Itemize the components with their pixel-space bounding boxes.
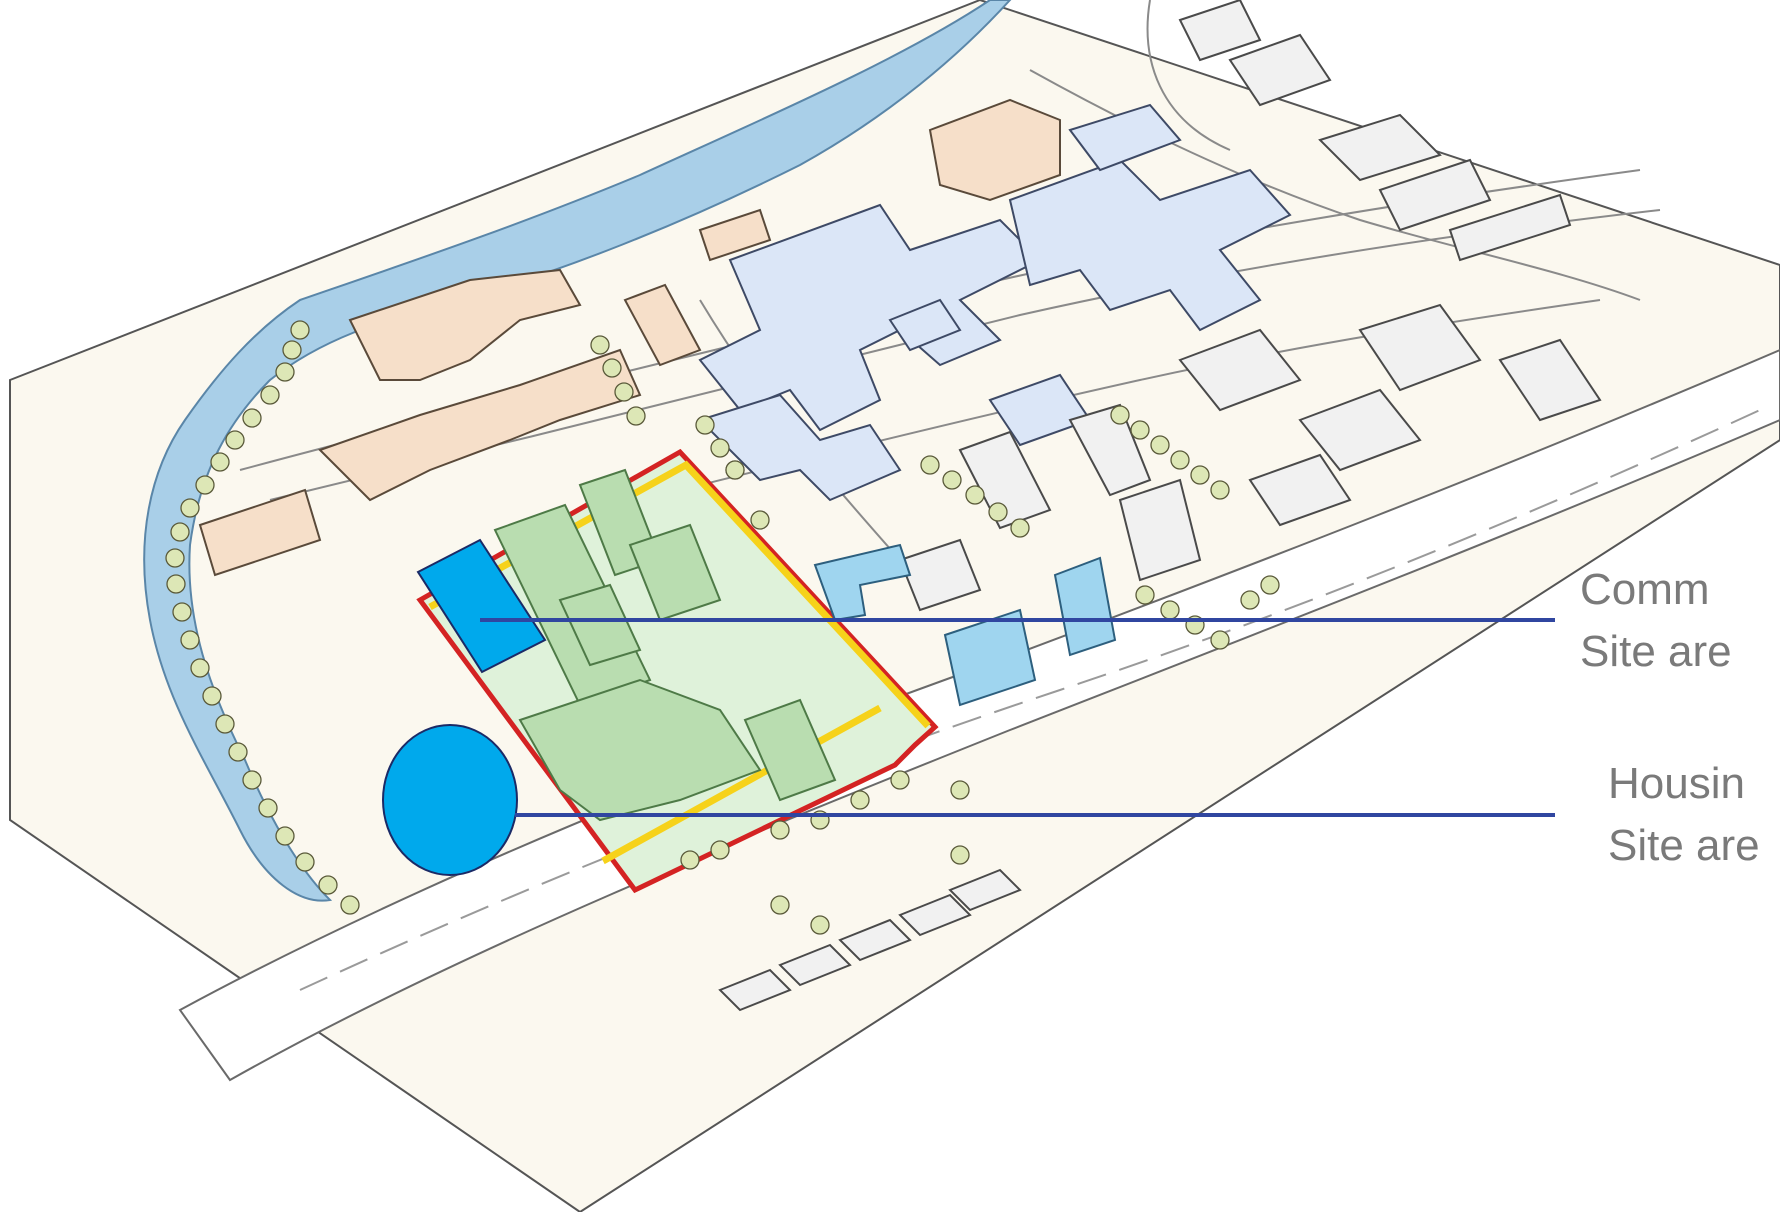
community-area: Site are (1580, 627, 1732, 676)
existing-buildings (718, 0, 1602, 1012)
highlight-buildings (813, 543, 1117, 707)
housing-title: Housin (1608, 759, 1745, 808)
community-marker (416, 538, 547, 674)
housing-area: Site are (1608, 821, 1760, 870)
community-title: Comm (1580, 565, 1710, 614)
housing-marker (382, 724, 518, 876)
trees (165, 320, 1280, 935)
road-median (299, 409, 1761, 991)
proposed-buildings (493, 468, 837, 822)
hospital-complex (698, 103, 1292, 502)
historic-buildings (198, 98, 1061, 577)
